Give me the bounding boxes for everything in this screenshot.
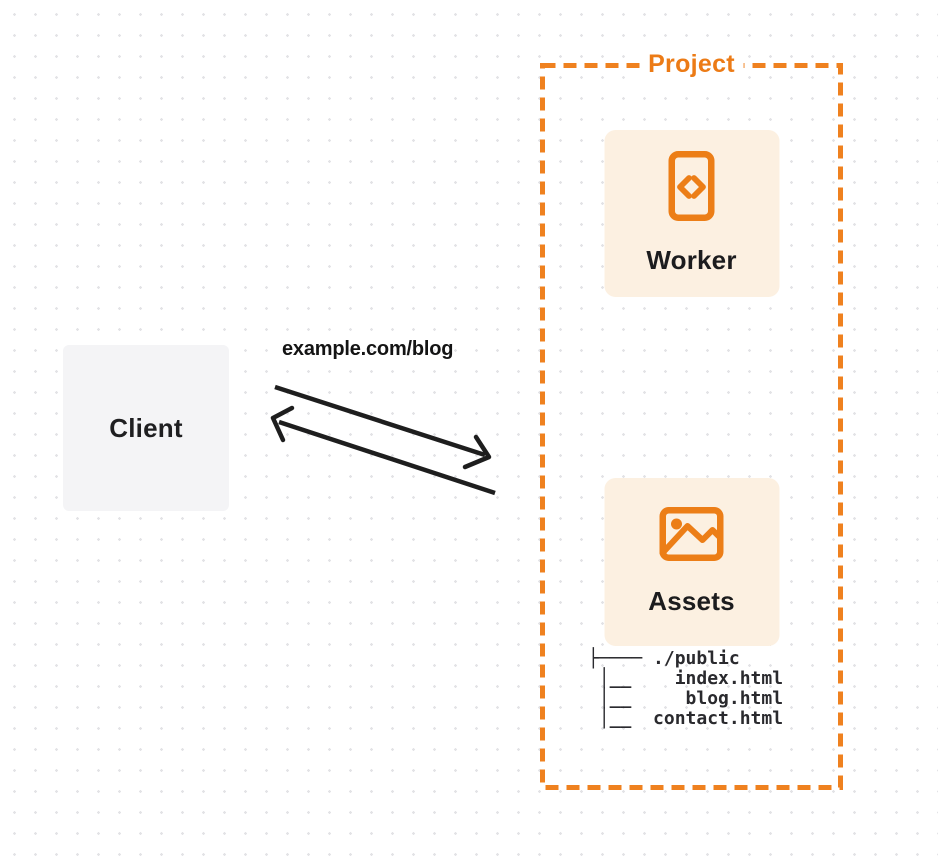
image-sun-dot	[671, 518, 682, 530]
request-arrow	[274, 384, 492, 470]
worker-node: Worker	[604, 130, 779, 297]
code-file-icon	[668, 151, 715, 221]
client-node: Client	[63, 345, 229, 511]
request-url-label: example.com/blog	[282, 338, 454, 360]
client-label: Client	[109, 412, 183, 443]
assets-node: Assets	[604, 478, 779, 646]
assets-label: Assets	[648, 586, 735, 616]
worker-label: Worker	[646, 245, 737, 275]
project-container: Project Worker Assets ├──── ./public │__…	[540, 50, 843, 790]
image-mountains	[659, 523, 724, 556]
request-arrowhead-icon	[462, 434, 492, 470]
chevron-right-icon	[691, 175, 706, 199]
code-file-outline	[668, 151, 715, 221]
chevron-left-icon	[677, 175, 692, 199]
response-arrow-line	[278, 419, 496, 496]
response-arrowhead-icon	[270, 405, 295, 443]
response-arrow	[270, 405, 496, 496]
request-arrow-line	[274, 384, 486, 458]
assets-file-tree: ├──── ./public │__ index.html │__ blog.h…	[588, 648, 784, 729]
image-icon	[659, 507, 724, 561]
project-label: Project	[639, 50, 744, 79]
